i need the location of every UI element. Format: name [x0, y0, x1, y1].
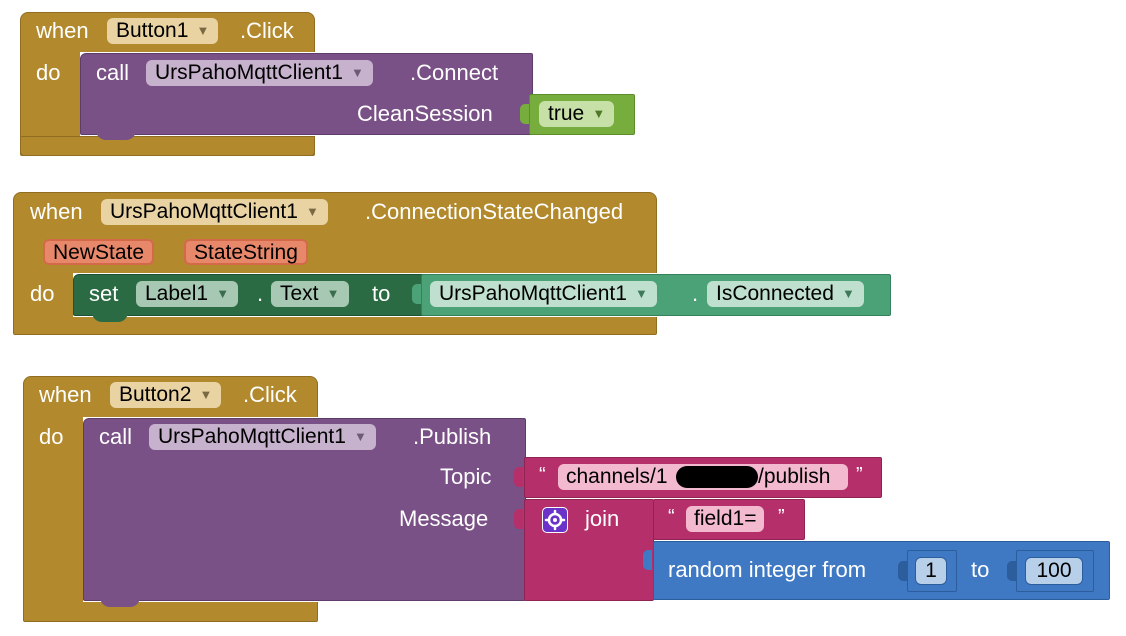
- cleansession-label: CleanSession: [357, 101, 493, 126]
- set-label: set: [89, 281, 119, 306]
- set-component-text: Label1: [145, 282, 209, 305]
- chevron-down-icon: ▼: [592, 106, 606, 121]
- event1-component-dropdown[interactable]: Button1 ▼: [107, 18, 219, 44]
- random-integer-label: random integer from: [668, 557, 867, 582]
- event3-component-dropdown[interactable]: Button2 ▼: [110, 382, 222, 408]
- set-to-label: to: [372, 281, 391, 306]
- event1-do-label: do: [36, 60, 61, 85]
- call-publish-notch: [100, 595, 140, 607]
- chevron-down-icon: ▼: [306, 204, 319, 219]
- connect-client-dropdown[interactable]: UrsPahoMqttClient1 ▼: [146, 60, 373, 86]
- event3-component-text: Button2: [119, 383, 192, 406]
- chevron-down-icon: ▼: [635, 286, 648, 301]
- event2-do-label: do: [30, 281, 55, 306]
- topic-prefix-text: channels/1: [566, 465, 668, 488]
- chevron-down-icon: ▼: [842, 286, 855, 301]
- bool-value-text: true: [548, 102, 585, 125]
- event1-when-label: when: [36, 18, 89, 43]
- event1-bottom-bar: [20, 136, 315, 156]
- chevron-down-icon: ▼: [351, 65, 364, 80]
- call-connect-notch: [96, 128, 136, 140]
- bool-dropdown[interactable]: true ▼: [539, 101, 615, 127]
- topic-socket: [514, 467, 523, 487]
- set-property-dropdown[interactable]: Text ▼: [271, 281, 349, 307]
- to-socket: [1007, 561, 1016, 581]
- event1-event-label: .Click: [240, 18, 294, 43]
- set-block-notch: [92, 310, 128, 322]
- topic-suffix-text: /publish: [758, 465, 831, 488]
- publish-client-dropdown[interactable]: UrsPahoMqttClient1 ▼: [149, 424, 376, 450]
- set-dot-label: .: [257, 281, 264, 306]
- getter-dot-label: .: [692, 281, 699, 306]
- random-to-label: to: [971, 557, 990, 582]
- message-label: Message: [399, 506, 489, 531]
- chevron-down-icon: ▼: [354, 429, 367, 444]
- from-socket: [898, 561, 907, 581]
- chevron-down-icon: ▼: [216, 286, 230, 301]
- publish-call-label: call: [99, 424, 133, 449]
- event2-component-text: UrsPahoMqttClient1: [110, 200, 298, 223]
- getter-component-text: UrsPahoMqttClient1: [439, 282, 627, 305]
- getter-property-text: IsConnected: [716, 282, 834, 305]
- field-quote-open: “: [668, 506, 675, 528]
- join-socket-2: [643, 550, 652, 570]
- getter-component-dropdown[interactable]: UrsPahoMqttClient1 ▼: [430, 281, 657, 307]
- chevron-down-icon: ▼: [326, 286, 340, 301]
- event2-when-label: when: [30, 199, 83, 224]
- event2-event-label: .ConnectionStateChanged: [365, 199, 624, 224]
- set-value-socket: [412, 284, 421, 304]
- gear-icon[interactable]: [542, 507, 568, 533]
- publish-client-text: UrsPahoMqttClient1: [158, 425, 346, 448]
- from-number-field[interactable]: 1: [915, 557, 947, 585]
- topic-label: Topic: [440, 464, 492, 489]
- event3-event-label: .Click: [243, 382, 297, 407]
- param-statestring[interactable]: StateString: [184, 239, 308, 265]
- event2-component-dropdown[interactable]: UrsPahoMqttClient1 ▼: [101, 199, 328, 225]
- to-number-field[interactable]: 100: [1025, 557, 1083, 585]
- event1-component-text: Button1: [116, 19, 189, 42]
- message-socket: [514, 509, 523, 529]
- cleansession-socket: [520, 104, 529, 124]
- connect-call-label: call: [96, 60, 130, 85]
- event3-do-label: do: [39, 424, 64, 449]
- chevron-down-icon: ▼: [199, 387, 213, 402]
- chevron-down-icon: ▼: [196, 23, 210, 38]
- connect-client-text: UrsPahoMqttClient1: [155, 61, 343, 84]
- event3-when-label: when: [39, 382, 92, 407]
- redaction-mark: [676, 466, 758, 488]
- publish-method-label: .Publish: [413, 424, 492, 449]
- join-socket-1: [643, 509, 652, 529]
- topic-quote-close: ”: [856, 464, 863, 486]
- set-property-text: Text: [280, 282, 319, 305]
- set-label-text-block[interactable]: [73, 274, 431, 316]
- getter-property-dropdown[interactable]: IsConnected ▼: [707, 281, 864, 307]
- param-newstate[interactable]: NewState: [43, 239, 155, 265]
- connect-method-label: .Connect: [410, 60, 499, 85]
- join-label: join: [585, 506, 620, 531]
- field-text-field[interactable]: field1=: [686, 506, 765, 532]
- topic-quote-open: “: [539, 464, 546, 486]
- set-component-dropdown[interactable]: Label1 ▼: [136, 281, 239, 307]
- field-quote-close: ”: [778, 506, 785, 528]
